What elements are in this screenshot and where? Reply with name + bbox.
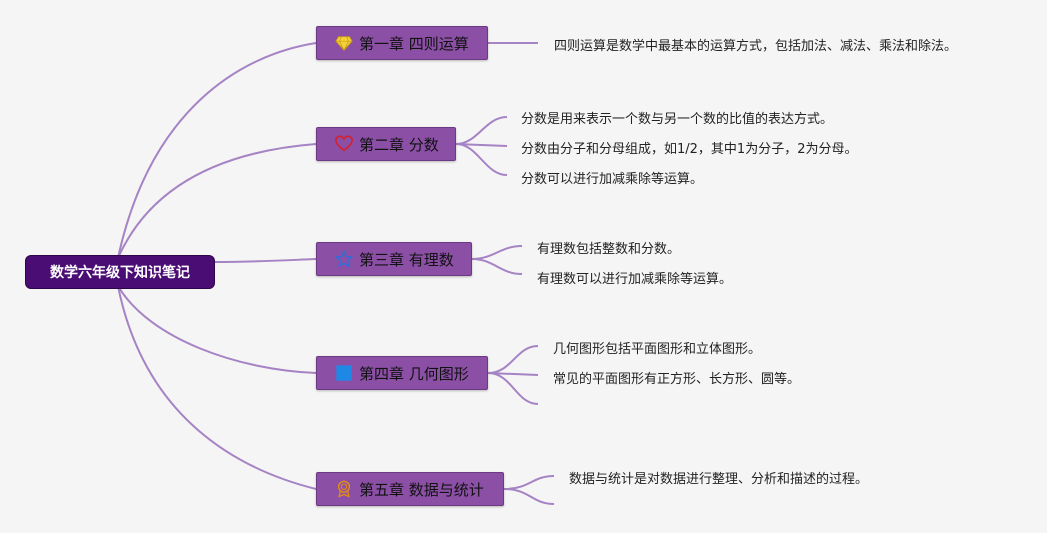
award-icon xyxy=(335,480,353,498)
note-4-2: 常见的平面图形有正方形、长方形、圆等。 xyxy=(553,372,801,387)
chapter-node-4[interactable]: 第四章 几何图形 xyxy=(316,356,488,390)
square-icon xyxy=(335,364,353,382)
chapter-node-1[interactable]: 第一章 四则运算 xyxy=(316,26,488,60)
heart-icon xyxy=(335,135,353,153)
chapter-title: 第三章 有理数 xyxy=(359,250,454,269)
note-4-1: 几何图形包括平面图形和立体图形。 xyxy=(553,342,762,357)
root-node[interactable]: 数学六年级下知识笔记 xyxy=(26,256,214,288)
note-3-1: 有理数包括整数和分数。 xyxy=(537,242,681,257)
note-2-2: 分数由分子和分母组成，如1/2，其中1为分子，2为分母。 xyxy=(521,142,858,157)
note-2-1: 分数是用来表示一个数与另一个数的比值的表达方式。 xyxy=(521,112,834,127)
chapter-node-2[interactable]: 第二章 分数 xyxy=(316,127,456,161)
chapter-node-5[interactable]: 第五章 数据与统计 xyxy=(316,472,504,506)
chapter-title: 第四章 几何图形 xyxy=(359,364,469,383)
note-1-1: 四则运算是数学中最基本的运算方式，包括加法、减法、乘法和除法。 xyxy=(554,39,958,54)
chapter-title: 第一章 四则运算 xyxy=(359,34,469,53)
star-icon xyxy=(335,250,353,268)
root-label: 数学六年级下知识笔记 xyxy=(50,265,190,281)
note-2-3: 分数可以进行加减乘除等运算。 xyxy=(521,172,704,187)
chapter-title: 第二章 分数 xyxy=(359,135,439,154)
diamond-icon xyxy=(335,34,353,52)
note-5-1: 数据与统计是对数据进行整理、分析和描述的过程。 xyxy=(569,472,869,487)
chapter-node-3[interactable]: 第三章 有理数 xyxy=(316,242,472,276)
note-3-2: 有理数可以进行加减乘除等运算。 xyxy=(537,272,733,287)
chapter-title: 第五章 数据与统计 xyxy=(359,480,484,499)
